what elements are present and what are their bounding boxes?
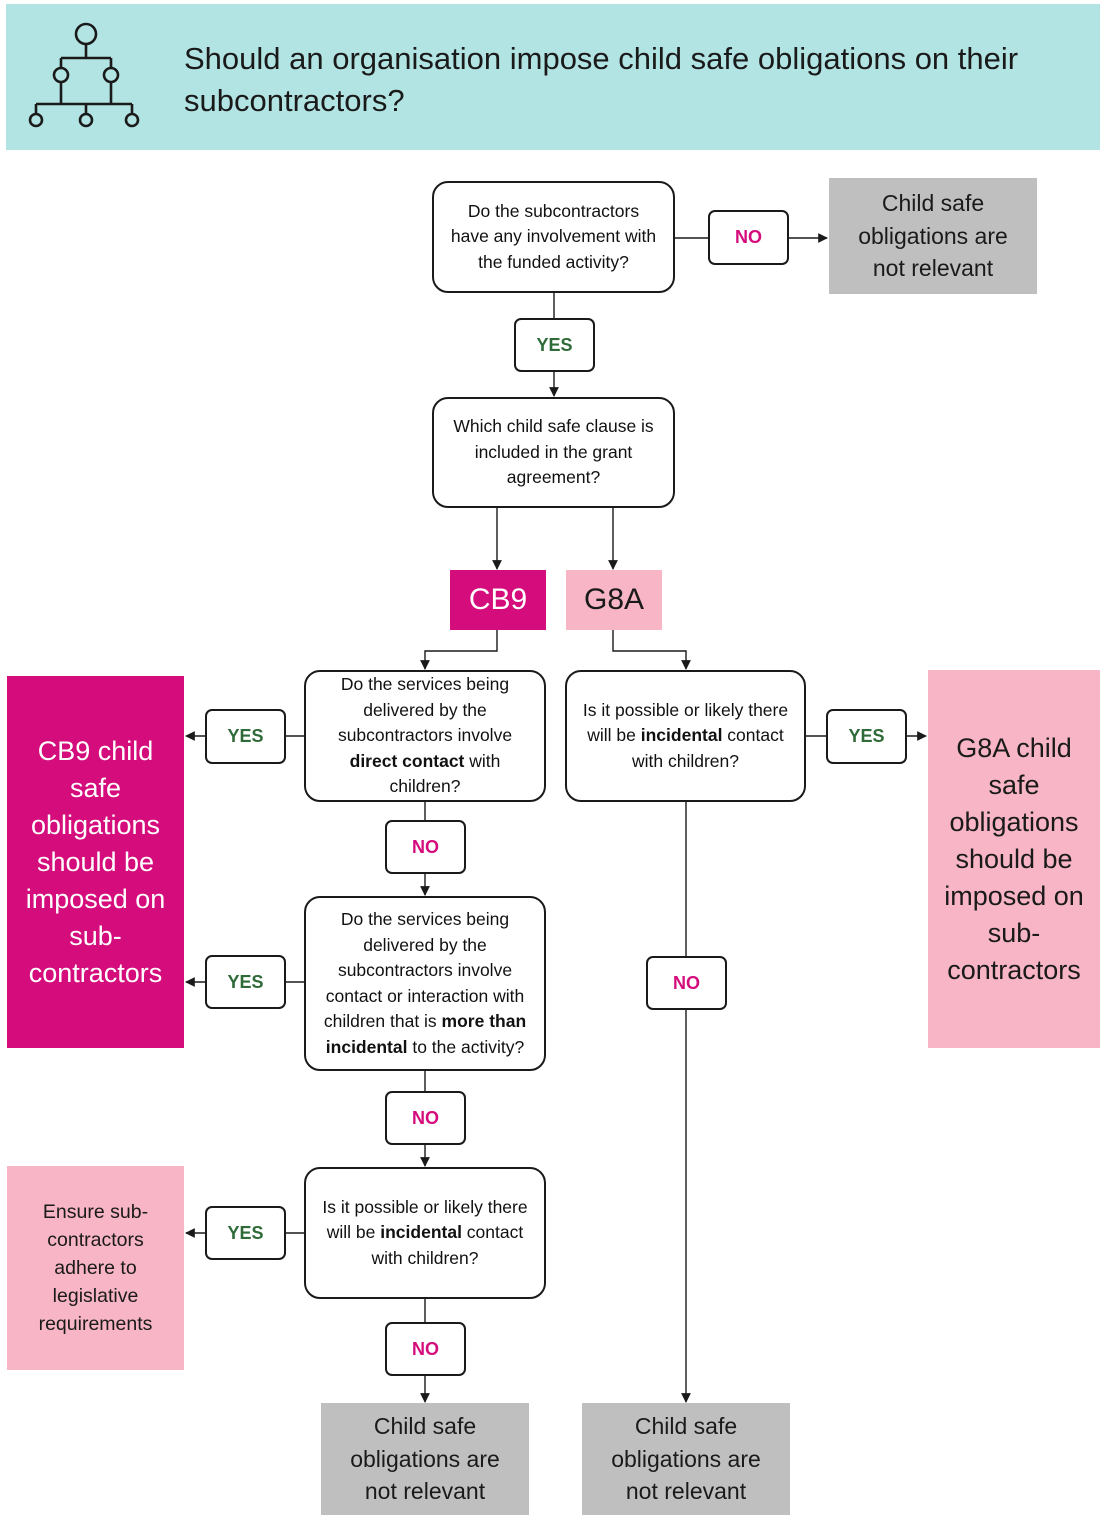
outcome-not-relevant-top: Child safe obligations are not relevant (829, 178, 1037, 294)
question-subcontractor-involvement: Do the subcontractors have any involveme… (432, 181, 675, 293)
question-text: with children? (389, 750, 501, 797)
outcome-text: Child safe obligations are not relevant (611, 1413, 761, 1505)
header-banner: Should an organisation impose child safe… (6, 4, 1100, 150)
outcome-legislative-requirements: Ensure sub-contractors adhere to legisla… (7, 1166, 184, 1370)
no-label: NO (385, 820, 466, 874)
yes-label: YES (826, 709, 907, 764)
clause-cb9-tag: CB9 (450, 570, 546, 630)
outcome-text: Ensure sub-contractors adhere to legisla… (38, 1201, 153, 1335)
outcome-not-relevant-g8a: Child safe obligations are not relevant (582, 1403, 790, 1515)
outcome-not-relevant-cb9: Child safe obligations are not relevant (321, 1403, 529, 1515)
question-text: contact with children? (371, 1222, 524, 1268)
question-emphasis: incidental (640, 725, 723, 746)
outcome-g8a-obligations: G8A child safe obligations should be imp… (928, 670, 1100, 1048)
question-text: Do the services being delivered by the s… (337, 674, 513, 746)
question-clause: Which child safe clause is included in t… (432, 397, 675, 508)
outcome-text: CB9 child safe obligations should be imp… (25, 735, 166, 988)
outcome-cb9-obligations: CB9 child safe obligations should be imp… (7, 676, 184, 1048)
question-text: Which child safe clause is included in t… (453, 416, 654, 488)
page-title: Should an organisation impose child safe… (184, 41, 1019, 118)
question-text: Do the subcontractors have any involveme… (450, 200, 657, 272)
question-emphasis: direct contact (349, 750, 465, 771)
yes-label: YES (205, 955, 286, 1009)
outcome-text: Child safe obligations are not relevant (858, 190, 1008, 282)
outcome-text: Child safe obligations are not relevant (350, 1413, 500, 1505)
question-text: Is it possible or likely there will be (582, 699, 789, 746)
question-incidental-contact-cb9: Is it possible or likely there will be i… (304, 1167, 546, 1299)
question-incidental-contact-g8a: Is it possible or likely there will be i… (565, 670, 806, 802)
question-more-than-incidental: Do the services being delivered by the s… (304, 896, 546, 1071)
yes-label: YES (205, 1206, 286, 1260)
question-text: to the activity? (407, 1036, 525, 1057)
question-emphasis: incidental (380, 1222, 462, 1243)
yes-label: YES (205, 709, 286, 764)
question-text: Is it possible or likely there will be (322, 1196, 528, 1243)
no-label: NO (708, 210, 789, 265)
org-chart-hierarchy-icon (28, 22, 140, 128)
question-emphasis: more than incidental (325, 1011, 527, 1057)
no-label: NO (385, 1322, 466, 1376)
question-text: contact with children? (632, 725, 784, 771)
no-label: NO (646, 956, 727, 1010)
yes-label: YES (514, 318, 595, 372)
clause-g8a-tag: G8A (566, 570, 662, 630)
outcome-text: G8A child safe obligations should be imp… (944, 732, 1084, 985)
question-text: Do the services being delivered by the s… (323, 909, 525, 1031)
question-direct-contact: Do the services being delivered by the s… (304, 670, 546, 802)
no-label: NO (385, 1091, 466, 1145)
